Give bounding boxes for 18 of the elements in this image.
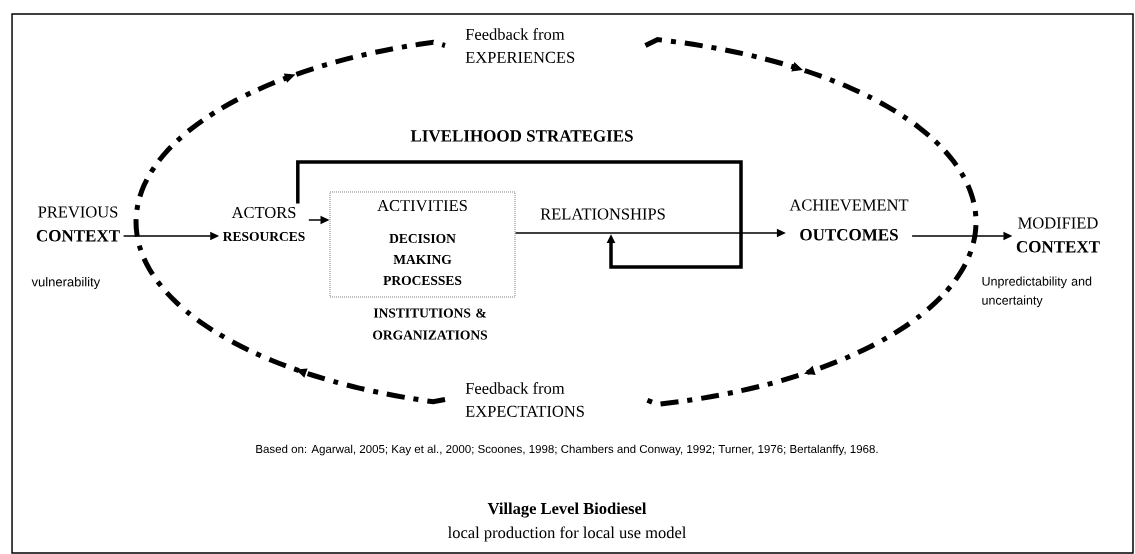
stage-label: ACHIEVEMENT OUTCOMES	[789, 199, 909, 241]
edge-label: LIVELIHOOD STRATEGIES	[410, 130, 633, 142]
title: Village Level Biodiesel	[487, 502, 647, 518]
caption: local production for local use model	[448, 526, 687, 542]
stage-label: PREVIOUS CONTEXT	[36, 206, 120, 242]
side-note: INSTITUTIONS & ORGANIZATIONS	[373, 308, 488, 340]
source-note: Based on: Agarwal, 2005; Kay et al., 2000; Scoones, 1998; Chambers and Conway, 1992; Turner, 1976; Bertalanffy, 1968.	[256, 444, 878, 456]
feedback-arrow	[133, 39, 446, 405]
feedback-text: Feedback from EXPERIENCES	[465, 28, 575, 63]
side-note: vulnerability	[31, 276, 101, 290]
edge-label: RELATIONSHIPS	[540, 208, 665, 220]
stage-label: ACTORS RESOURCES	[223, 206, 305, 241]
feedback-arrow	[644, 37, 979, 407]
activities-box: ACTIVITIES DECISION MAKING PROCESSES	[329, 191, 516, 298]
strategy-loop-arrow	[296, 160, 743, 269]
stage-label: MODIFIED CONTEXT	[1016, 217, 1100, 253]
feedback-text: Feedback from EXPECTATIONS	[465, 382, 584, 417]
side-note: Unpredictability and uncertainty	[982, 276, 1092, 308]
